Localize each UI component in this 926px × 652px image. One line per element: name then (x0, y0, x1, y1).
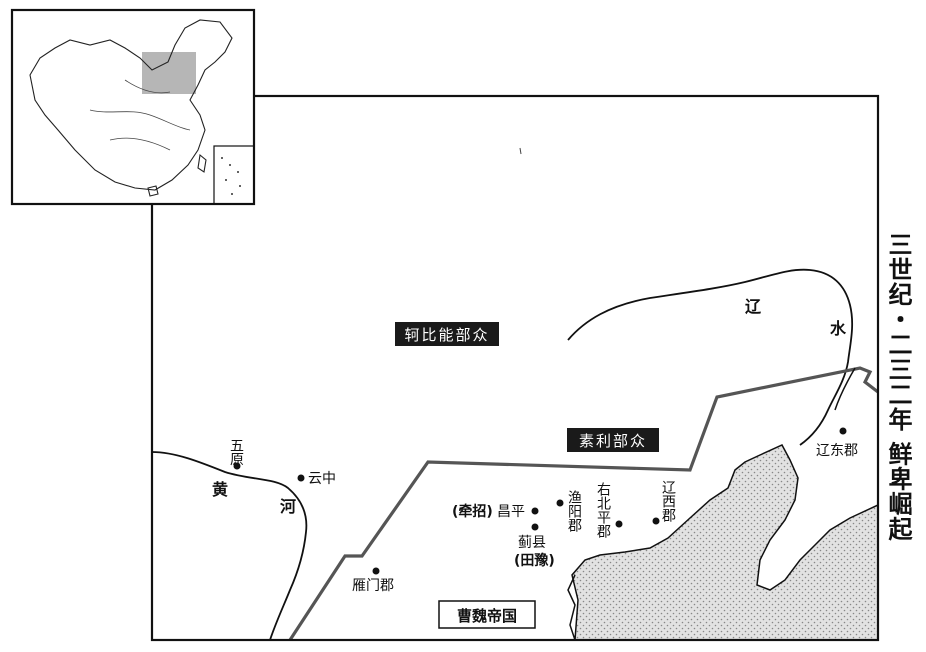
inset-internal-lines (89, 79, 191, 151)
inset-taiwan (197, 153, 207, 173)
yellow-river (152, 451, 308, 640)
river-label-huang: 黄 (212, 480, 228, 499)
liao-river (567, 268, 853, 446)
place-jixian-label: 蓟县 (518, 535, 546, 551)
river-label-liao: 辽 (745, 297, 762, 316)
place-wuyuan: 五原 (228, 438, 244, 470)
place-youbeiping-label: 右北平郡 (595, 482, 611, 538)
river-label-he: 河 (280, 497, 296, 516)
place-jixian: 蓟县 (田豫) (514, 523, 555, 569)
place-yuyang-label: 渔阳郡 (566, 490, 582, 532)
place-liaoxi: 辽西郡 (652, 480, 676, 525)
stray-mark (519, 147, 522, 155)
inset-china-outline (29, 19, 233, 191)
main-map (152, 268, 878, 640)
place-yuyang: 渔阳郡 (556, 490, 582, 532)
place-liaoxi-label: 辽西郡 (660, 480, 676, 522)
place-yunzhong: 云中 (297, 471, 336, 487)
river-label-shui: 水 (830, 319, 847, 338)
main-map-frame (150, 94, 880, 642)
page-title: 三世纪・二三二年 鲜卑崛起 (884, 232, 913, 542)
label-suli-group: 素利部众 (567, 428, 659, 452)
label-suli: 素利部众 (579, 432, 647, 450)
liaodong-outline (834, 367, 856, 411)
place-tianyu-label: (田豫) (514, 552, 555, 569)
inset-south-sea-box (213, 145, 255, 205)
cao-wei-border (288, 366, 878, 640)
place-yanmen: 雁门郡 (352, 567, 394, 594)
inset-islands (221, 157, 241, 195)
label-caowei: 曹魏帝国 (457, 607, 517, 625)
place-liaodong: 辽东郡 (816, 427, 858, 459)
inset-hainan (147, 185, 159, 197)
place-liaodong-label: 辽东郡 (816, 443, 858, 459)
inset-map (10, 8, 256, 206)
place-changping: (牵招) 昌平 (452, 503, 539, 520)
place-youbeiping: 右北平郡 (595, 482, 623, 538)
place-wuyuan-label: 五原 (228, 438, 244, 466)
label-kebineng-group: 轲比能部众 (395, 322, 499, 346)
label-caowei-group: 曹魏帝国 (438, 600, 536, 629)
place-yanmen-label: 雁门郡 (352, 578, 394, 594)
place-qianzhao-label: (牵招) (452, 503, 493, 520)
place-changping-label: 昌平 (497, 504, 525, 520)
place-yunzhong-label: 云中 (308, 471, 336, 487)
sea-area (571, 444, 878, 640)
label-kebineng: 轲比能部众 (404, 326, 489, 344)
coastline (567, 574, 576, 640)
